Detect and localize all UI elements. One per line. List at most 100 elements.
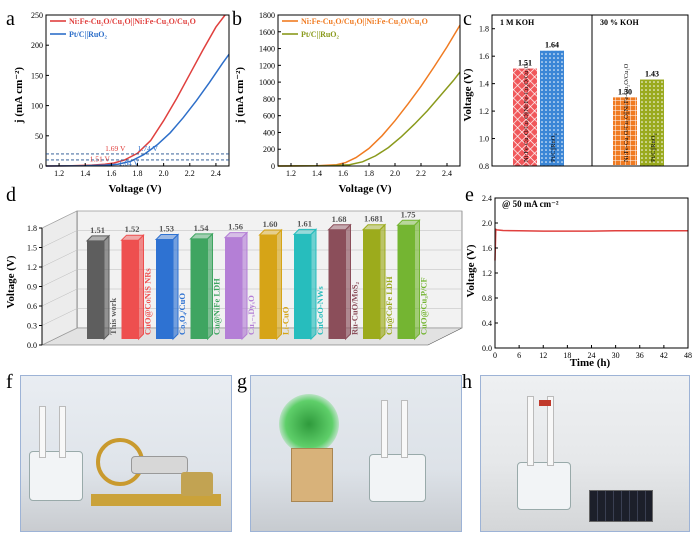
x-tick-label: 0 <box>493 351 497 360</box>
bar-value-label: 1.75 <box>401 209 416 219</box>
bar-category-label: Li-CuO <box>281 306 291 335</box>
panel-letter-e: e <box>465 184 474 206</box>
bar-category-label: CuO@CoNiS NRs <box>143 268 153 335</box>
y-tick-label: 1200 <box>259 61 275 70</box>
bar-value-label: 1.61 <box>297 218 312 228</box>
electrolyzer-cell <box>517 462 571 510</box>
x-tick-label: 48 <box>684 351 692 360</box>
y-tick-label: 0.8 <box>482 294 492 303</box>
solar-panel <box>589 490 653 522</box>
y-tick-label: 2.4 <box>482 194 492 203</box>
bar-value-label: 1.681 <box>364 214 383 224</box>
y-tick-label: 1.6 <box>482 244 492 253</box>
bar-category-label: Cu@CoFe LDH <box>384 276 394 335</box>
y-tick-label: 0 <box>271 162 275 171</box>
group-label: 1 M KOH <box>500 18 535 27</box>
bar-value-label: 1.43 <box>645 70 659 79</box>
x-tick-label: 6 <box>517 351 521 360</box>
y-tick-label: 0.3 <box>27 322 37 331</box>
x-tick-label: 36 <box>636 351 644 360</box>
onset-annotation: 1.51 V <box>90 155 111 164</box>
panel-letter-d: d <box>6 184 16 206</box>
series-line-2 <box>45 53 230 167</box>
y-tick-label: 1.2 <box>482 269 492 278</box>
x-tick-label: 2.2 <box>416 169 426 178</box>
x-tick-label: 30 <box>612 351 620 360</box>
legend-label-2: Pt/C||RuO₂ <box>69 30 108 39</box>
series-line-1 <box>494 228 688 261</box>
bar-value-label: 1.64 <box>545 41 559 50</box>
grid-line <box>41 230 78 248</box>
engine-cylinder <box>131 456 188 474</box>
y-tick-label: 1800 <box>259 11 275 20</box>
electrode-rod <box>39 406 46 458</box>
x-tick-label: 1.4 <box>80 169 90 178</box>
bar-value-label: 1.51 <box>518 59 532 68</box>
bar <box>190 238 208 339</box>
bar-category-label: Ru-CuO/MoS₂ <box>350 281 360 335</box>
y-tick-label: 200 <box>31 41 43 50</box>
bar <box>363 229 380 339</box>
x-tick-label: 42 <box>660 351 668 360</box>
y-tick-label: 1000 <box>259 78 275 87</box>
electrode-rod <box>547 396 554 466</box>
photo-f-stirling-engine <box>20 375 232 532</box>
onset-annotation: 1.64 V <box>119 158 140 167</box>
onset-annotation: 1.74 V <box>138 144 159 153</box>
y-tick-label: 0.9 <box>27 283 37 292</box>
y-tick-label: 1.2 <box>27 263 37 272</box>
bar-category-label: Pt/C||RuO₂ <box>550 133 557 162</box>
grid-line <box>41 249 78 268</box>
panel-letter-f: f <box>6 371 13 393</box>
x-tick-label: 1.2 <box>54 169 64 178</box>
chart-c: 1.51 Ni:Fe-Cu₂O/Cu₁O||Ni:Fe-Cu₂O/Cu₁O 1.64… <box>462 14 689 171</box>
bar-value-label: 1.51 <box>90 225 105 235</box>
bar-value-label: 1.56 <box>228 222 243 232</box>
y-tick-label: 0.0 <box>27 341 37 350</box>
y-tick-label: 250 <box>31 11 43 20</box>
bar-hatch <box>540 50 564 166</box>
bar <box>121 240 139 339</box>
bar-value-label: 1.30 <box>618 87 632 96</box>
y-tick-label: 1400 <box>259 45 275 54</box>
bar <box>259 235 277 339</box>
bar-category-label: Ni:Fe-Cu₂O/Cu₁O||Ni:Fe-Cu₂O/Cu₁O <box>623 63 630 162</box>
chart-a-ylabel: j (mA cm⁻²) <box>13 67 25 124</box>
y-tick-label: 2.0 <box>482 219 492 228</box>
legend-label-1: Ni:Fe-Cu₂O/Cu₁O||Ni:Fe-Cu₂O/Cu₁O <box>301 17 428 26</box>
bar-value-label: 1.60 <box>263 219 278 229</box>
y-tick-label: 600 <box>263 112 275 121</box>
panel-letter-g: g <box>237 371 247 393</box>
y-tick-label: 0.6 <box>27 302 37 311</box>
bar-category-label: Cu@NiFe LDH <box>212 278 222 335</box>
x-tick-label: 1.8 <box>364 169 374 178</box>
grid-line <box>41 327 78 346</box>
grid-line <box>41 269 78 287</box>
y-tick-label: 0.8 <box>479 162 489 171</box>
x-tick-label: 12 <box>539 351 547 360</box>
y-tick-label: 1.8 <box>27 224 37 233</box>
grid-line <box>41 308 78 326</box>
bar-category-label: CuCoO-NWs <box>315 286 325 335</box>
bar <box>294 234 311 339</box>
panel-letter-c: c <box>463 8 472 30</box>
chart-e-xlabel: Time (h) <box>570 357 611 369</box>
plot-frame <box>491 14 689 167</box>
burner-cup <box>181 472 213 496</box>
x-tick-label: 2.4 <box>211 169 221 178</box>
y-tick-label: 0.4 <box>482 319 492 328</box>
x-tick-label: 2.4 <box>442 169 452 178</box>
y-tick-label: 100 <box>31 102 43 111</box>
y-tick-label: 150 <box>31 71 43 80</box>
electrode-rod <box>381 400 388 458</box>
y-tick-label: 0.0 <box>482 344 492 353</box>
y-tick-label: 1.6 <box>479 52 489 61</box>
bar-category-label: CuO@Cu₃P/CF <box>419 277 429 335</box>
series-line-2 <box>277 71 461 167</box>
bar-category-label: Cu₁₋ₓDyₓO <box>246 295 256 335</box>
